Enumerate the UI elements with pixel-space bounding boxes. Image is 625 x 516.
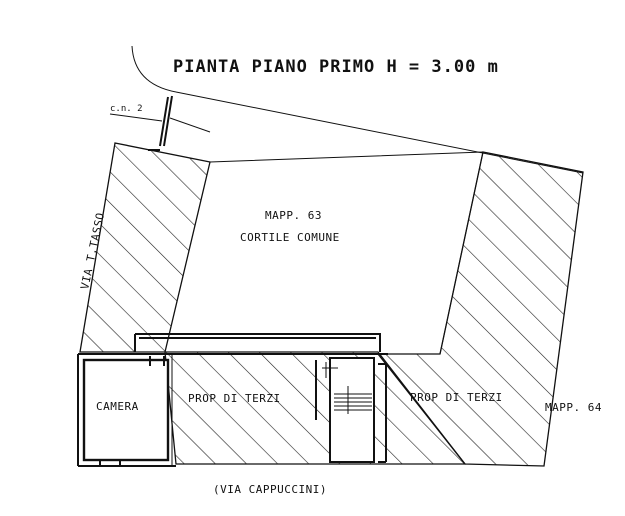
cn-underline xyxy=(109,113,163,122)
courtyard-name-label: CORTILE COMUNE xyxy=(240,231,340,244)
camera-label: CAMERA xyxy=(96,400,139,413)
cn-label: c.n. 2 xyxy=(110,104,143,114)
camera-room xyxy=(82,358,170,462)
street-bottom-label: (VIA CAPPUCCINI) xyxy=(213,483,327,496)
wall-brackets xyxy=(315,360,387,463)
mapp-right-label: MAPP. 64 xyxy=(545,401,602,414)
courtyard-mapp-label: MAPP. 63 xyxy=(265,209,322,222)
camera-door xyxy=(99,356,165,466)
balcony-rail xyxy=(134,333,381,352)
corner-curve xyxy=(131,45,177,93)
stair-rail xyxy=(322,362,338,378)
courtyard-boundary xyxy=(209,151,484,355)
third-party-left-label: PROP DI TERZI xyxy=(188,392,281,405)
cn-wall xyxy=(148,95,173,151)
plan-title: PIANTA PIANO PRIMO H = 3.00 m xyxy=(173,57,499,77)
cn-tick xyxy=(169,117,211,133)
stair-steps xyxy=(334,386,372,414)
third-party-right-label: PROP DI TERZI xyxy=(410,391,503,404)
